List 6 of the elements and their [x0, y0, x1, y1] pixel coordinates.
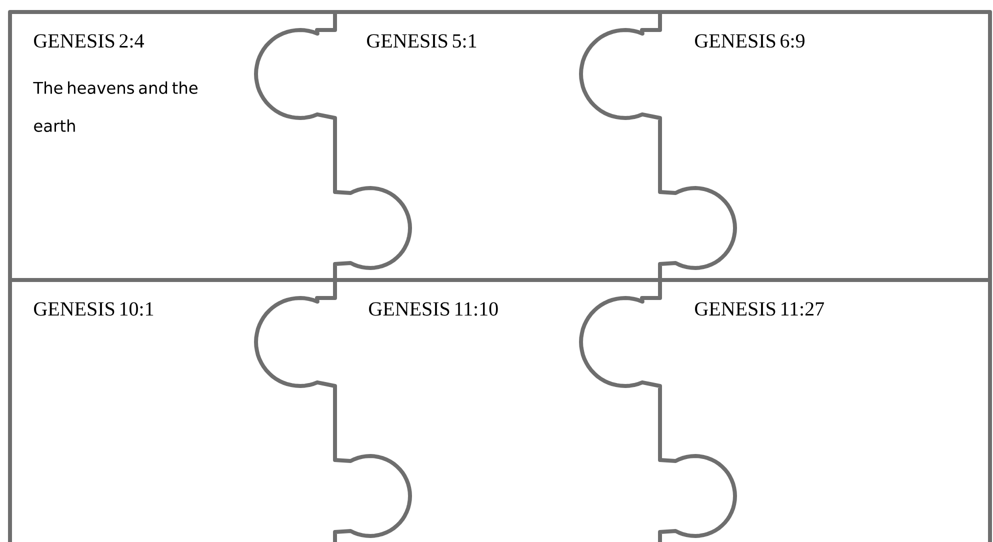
puzzle-piece-text: GENESIS 11:27 — [695, 302, 824, 316]
puzzle-piece-text: GENESIS 6:9 — [695, 34, 804, 48]
puzzle-piece-text: GENESIS 2:4 The heavens and the earth — [33, 34, 198, 132]
puzzle-piece-text: GENESIS 11:10 — [369, 302, 498, 316]
puzzle-piece-text: GENESIS 5:1 — [367, 34, 476, 48]
puzzle-piece-text: GENESIS 10:1 — [34, 302, 154, 316]
